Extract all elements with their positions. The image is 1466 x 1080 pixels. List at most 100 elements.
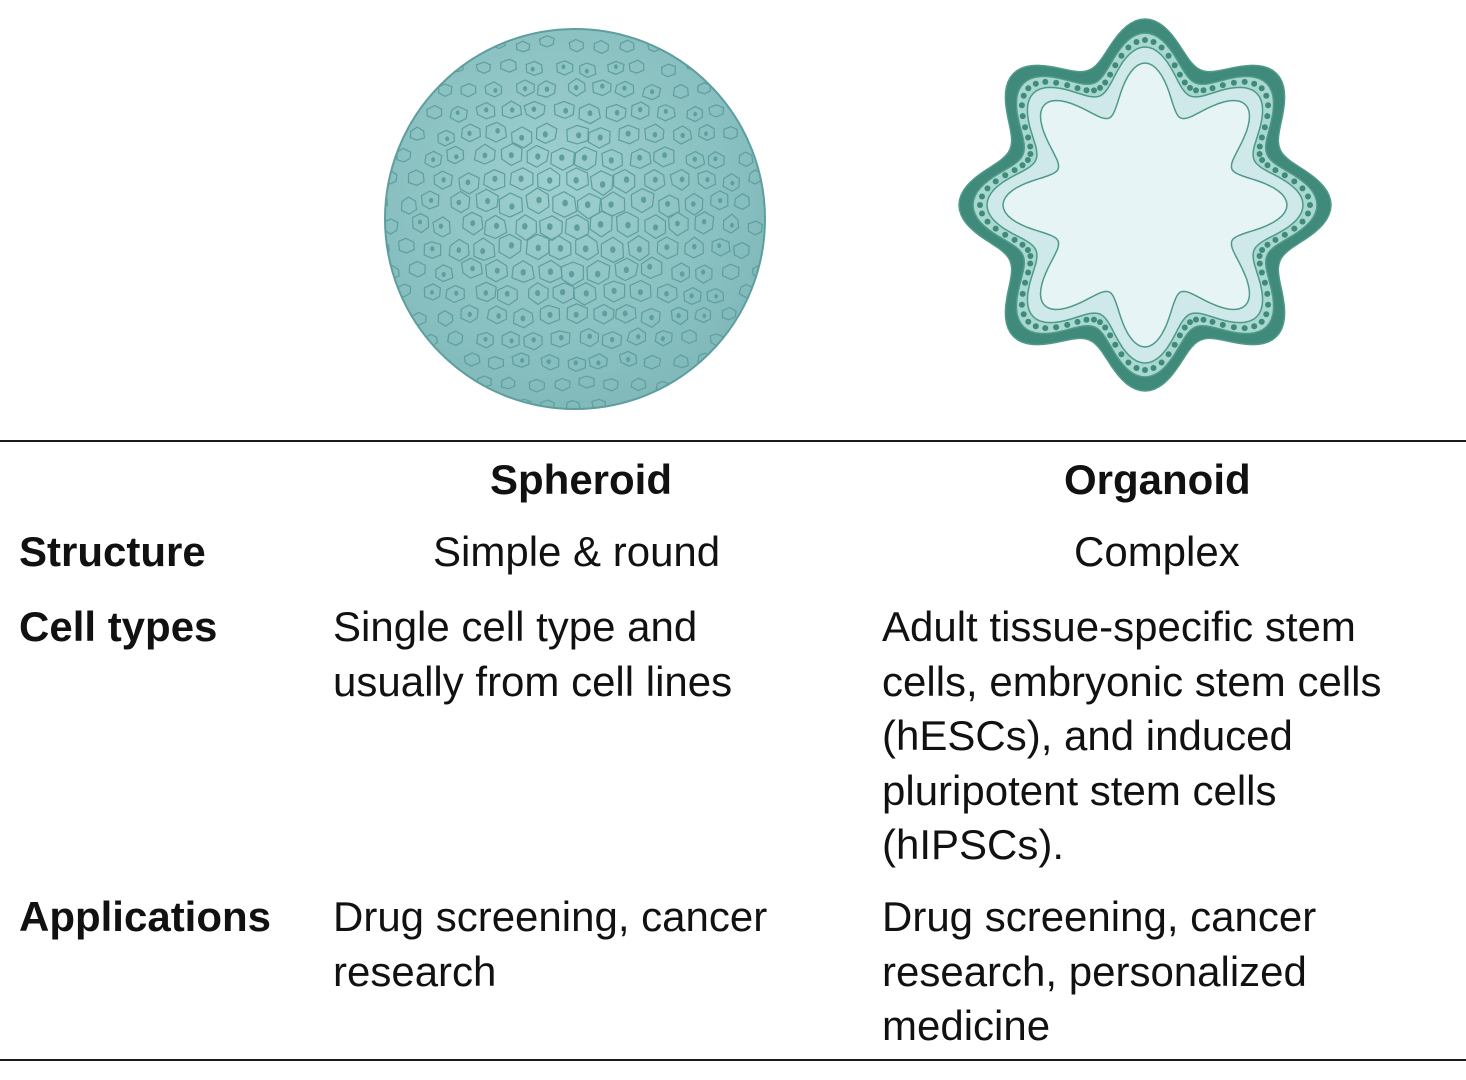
spheroid-cell: [385, 218, 399, 235]
spheroid-cell: [460, 257, 483, 279]
spheroid-cell: [618, 124, 640, 145]
organoid-nucleus: [1053, 79, 1060, 86]
organoid-nucleus: [1025, 318, 1032, 325]
organoid-nucleus: [1019, 241, 1026, 248]
spheroid-nucleus: [547, 223, 553, 231]
spheroid-cell: [575, 234, 600, 261]
spheroid-nucleus: [482, 152, 488, 159]
organoid-nucleus: [1181, 79, 1188, 86]
spheroid-cell: [630, 187, 655, 214]
spheroid-cell: [538, 215, 563, 242]
spheroid-nucleus: [520, 315, 526, 322]
organoid-nucleus: [1118, 52, 1125, 59]
organoid-nucleus: [1291, 225, 1298, 232]
spheroid-nucleus: [647, 263, 653, 270]
organoid-nucleus: [1264, 162, 1271, 169]
organoid-nucleus: [1165, 52, 1172, 59]
text-line: research: [333, 947, 497, 995]
spheroid-nucleus: [523, 86, 528, 92]
row-label-applications: Applications: [19, 893, 272, 940]
spheroid-nucleus: [535, 244, 541, 252]
spheroid-cell: [475, 281, 497, 303]
spheroid-nucleus: [701, 269, 706, 275]
spheroid-cell: [553, 100, 575, 120]
spheroid-nucleus: [470, 220, 476, 227]
spheroid-nucleus: [701, 219, 707, 225]
spheroid-cell: [525, 187, 550, 215]
spheroid-nucleus: [625, 221, 631, 229]
spheroid-cell: [738, 151, 754, 168]
spheroid-nucleus: [730, 222, 734, 228]
spheroid-nucleus: [730, 180, 735, 186]
spheroid-nucleus: [675, 220, 680, 227]
spheroid-cell: [627, 234, 650, 262]
spheroid-cell: [500, 142, 523, 167]
spheroid-nucleus: [611, 287, 617, 294]
spheroid-cell: [661, 63, 677, 78]
spheroid-cell: [540, 353, 560, 371]
spheroid-cell: [450, 190, 471, 214]
spheroid-nucleus: [455, 110, 460, 116]
organoid-nucleus: [1011, 167, 1018, 174]
organoid-nucleus: [1256, 260, 1263, 267]
spheroid-cell: [567, 356, 587, 372]
spheroid-cell: [397, 237, 415, 254]
spheroid-nucleus: [454, 154, 459, 160]
organoid-nucleus: [992, 225, 999, 232]
spheroid-nucleus: [664, 244, 670, 251]
organoid-nucleus: [1176, 71, 1183, 78]
organoid-nucleus: [1112, 62, 1119, 69]
organoid-nucleus: [1074, 85, 1081, 92]
spheroid-cell: [423, 241, 442, 259]
organoid-nucleus: [1091, 316, 1097, 323]
spheroid-nucleus: [547, 268, 554, 275]
organoid-nucleus: [1251, 323, 1258, 330]
spheroid-nucleus: [561, 64, 566, 70]
spheroid-cell: [473, 143, 496, 165]
spheroid-nucleus: [623, 266, 629, 273]
spheroid-nucleus: [536, 196, 542, 204]
spheroid-nucleus: [625, 130, 631, 137]
organoid-nucleus: [1299, 218, 1306, 225]
spheroid-cell: [607, 60, 625, 75]
spheroid-cell: [722, 173, 741, 192]
organoid-nucleus: [1258, 318, 1265, 325]
spheroid-nucleus: [679, 176, 685, 183]
spheroid-nucleus: [518, 175, 524, 182]
spheroid-cell: [694, 306, 711, 324]
spheroid-nucleus: [438, 223, 444, 229]
spheroid-nucleus: [508, 242, 514, 249]
spheroid-nucleus: [504, 290, 510, 297]
spheroid-cell: [685, 59, 700, 71]
spheroid-cell: [710, 190, 729, 211]
spheroid-nucleus: [494, 267, 500, 274]
spheroid-nucleus: [542, 131, 548, 138]
organoid-nucleus: [984, 185, 991, 192]
spheroid-nucleus: [626, 357, 631, 362]
spheroid-cell: [707, 150, 725, 169]
spheroid-cell: [475, 188, 499, 213]
spheroid-nucleus: [574, 224, 580, 232]
organoid-nucleus: [1020, 311, 1027, 318]
spheroid-nucleus: [676, 313, 681, 319]
spheroid-nucleus: [547, 177, 553, 184]
cell-structure-spheroid: Simple & round: [433, 528, 721, 575]
spheroid-cell: [473, 237, 496, 261]
spheroid-cell: [556, 60, 574, 76]
spheroid-nucleus: [636, 246, 642, 253]
spheroid-nucleus: [638, 106, 643, 113]
organoid-nucleus: [1142, 37, 1148, 43]
organoid-nucleus: [1256, 143, 1263, 150]
text-line: Single cell type and: [333, 603, 698, 650]
cell-cell-types-spheroid: Single cell type and usually from cell l…: [333, 600, 732, 709]
spheroid-cell: [462, 211, 484, 236]
organoid-nucleus: [1272, 236, 1279, 243]
organoid-nucleus: [1265, 102, 1272, 109]
text-line: (hESCs), and induced: [882, 712, 1293, 759]
spheroid-nucleus: [587, 333, 592, 340]
spheroid-cell: [614, 80, 635, 98]
organoid-nucleus: [1002, 172, 1009, 179]
spheroid-cell: [496, 284, 518, 306]
spheroid-illustration: [384, 28, 766, 410]
spheroid-cell: [614, 303, 637, 324]
